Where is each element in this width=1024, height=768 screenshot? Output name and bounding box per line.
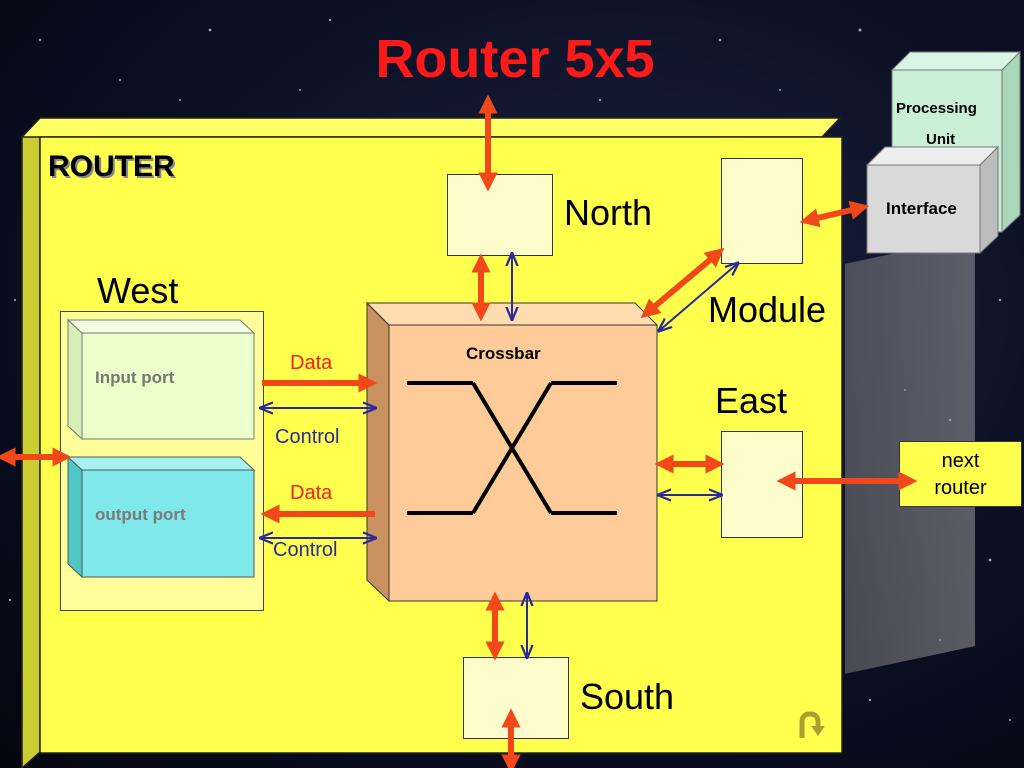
control-label-top: Control <box>275 426 340 448</box>
north-port-box <box>447 174 553 256</box>
data-label-top: Data <box>290 352 333 374</box>
processing-unit-line1: Processing <box>896 100 977 117</box>
next-router-line2: router <box>934 477 987 499</box>
router-label: ROUTER <box>48 150 175 183</box>
west-label: West <box>97 270 179 311</box>
output-port-label: output port <box>95 505 186 524</box>
next-router-line1: next <box>941 450 980 472</box>
south-label: South <box>580 676 675 717</box>
module-control-arrow <box>660 264 737 330</box>
north-label: North <box>564 192 653 233</box>
east-label: East <box>715 380 788 421</box>
input-port-label: Input port <box>95 368 175 387</box>
crossbar-switch-lines <box>407 381 617 515</box>
module-port-box <box>721 158 803 264</box>
u-turn-arrow-icon[interactable] <box>794 708 828 742</box>
processing-unit-line2: Unit <box>926 131 956 148</box>
interface-label: Interface <box>886 199 957 218</box>
next-router-box: next router <box>899 441 1022 507</box>
module-interface-arrow <box>799 200 870 228</box>
page-title: Router 5x5 <box>375 29 655 89</box>
crossbar-label: Crossbar <box>466 344 541 363</box>
data-label-bottom: Data <box>290 482 333 504</box>
module-crossbar-data-arrow <box>640 247 725 319</box>
